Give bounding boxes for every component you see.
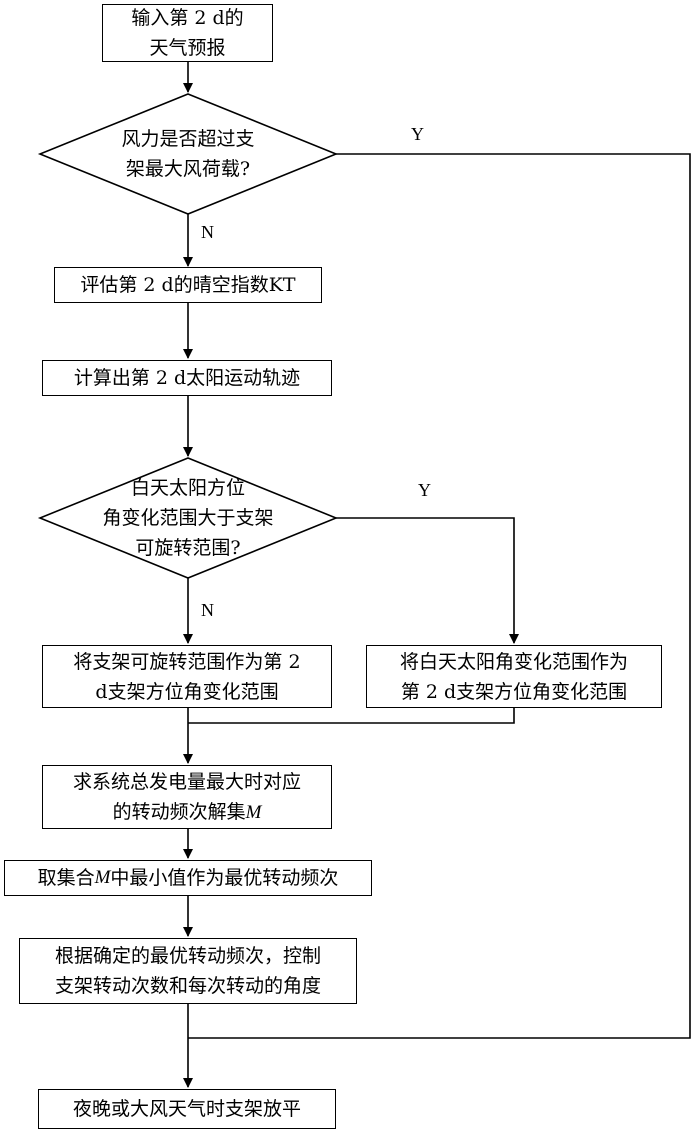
input-forecast-line2: 天气预报 bbox=[149, 37, 226, 59]
azimuth-yes-label: Y bbox=[418, 480, 431, 500]
night-flat-text: 夜晚或大风天气时支架放平 bbox=[72, 1098, 301, 1120]
control-box: 根据确定的最优转动频次，控制 支架转动次数和每次转动的角度 bbox=[19, 938, 357, 1004]
use-sun-range-line1: 将白天太阳角变化范围作为 bbox=[399, 650, 628, 673]
solve-set-line2: 的转动频次解集M bbox=[113, 797, 262, 828]
solve-set-line2-text: 的转动频次解集 bbox=[112, 800, 246, 823]
control-line2: 支架转动次数和每次转动的角度 bbox=[54, 975, 321, 997]
night-flat-box: 夜晚或大风天气时支架放平 bbox=[38, 1089, 336, 1129]
wind-yes-label: Y bbox=[411, 124, 424, 144]
min-value-symbol: M bbox=[94, 867, 111, 888]
use-bracket-range-line2: d支架方位角变化范围 bbox=[95, 680, 279, 703]
solve-set-line1: 求系统总发电量最大时对应 bbox=[72, 770, 301, 793]
input-forecast-line1: 输入第 2 d的 bbox=[131, 7, 244, 29]
azimuth-check-line2: 角变化范围大于支架 bbox=[102, 507, 274, 529]
wind-no-label: N bbox=[201, 222, 214, 242]
estimate-kt-box: 评估第 2 d的晴空指数KT bbox=[54, 267, 322, 303]
use-bracket-range-box: 将支架可旋转范围作为第 2 d支架方位角变化范围 bbox=[42, 645, 332, 708]
wind-check-text: 风力是否超过支 架最大风荷载? bbox=[70, 124, 306, 184]
solve-set-box: 求系统总发电量最大时对应 的转动频次解集M bbox=[42, 765, 332, 829]
control-line1: 根据确定的最优转动频次，控制 bbox=[54, 945, 321, 967]
estimate-kt-text: 评估第 2 d的晴空指数KT bbox=[80, 274, 296, 296]
min-value-suffix: 中最小值作为最优转动频次 bbox=[110, 867, 339, 889]
use-sun-range-box: 将白天太阳角变化范围作为 第 2 d支架方位角变化范围 bbox=[366, 645, 662, 708]
azimuth-check-line3: 可旋转范围? bbox=[135, 537, 241, 559]
azimuth-check-text: 白天太阳方位 角变化范围大于支架 可旋转范围? bbox=[60, 473, 316, 563]
sun-trajectory-text: 计算出第 2 d太阳运动轨迹 bbox=[73, 367, 301, 389]
sun-trajectory-box: 计算出第 2 d太阳运动轨迹 bbox=[42, 360, 332, 396]
solve-set-symbol: M bbox=[245, 801, 262, 823]
min-value-prefix: 取集合 bbox=[37, 867, 95, 889]
use-sun-range-line2: 第 2 d支架方位角变化范围 bbox=[400, 680, 628, 703]
azimuth-no-label: N bbox=[201, 600, 214, 620]
input-forecast-box: 输入第 2 d的 天气预报 bbox=[102, 4, 273, 62]
wind-check-line2: 架最大风荷载? bbox=[125, 158, 251, 180]
wind-check-line1: 风力是否超过支 bbox=[121, 128, 255, 150]
azimuth-check-line1: 白天太阳方位 bbox=[130, 477, 245, 499]
use-bracket-range-line1: 将支架可旋转范围作为第 2 bbox=[73, 650, 301, 673]
